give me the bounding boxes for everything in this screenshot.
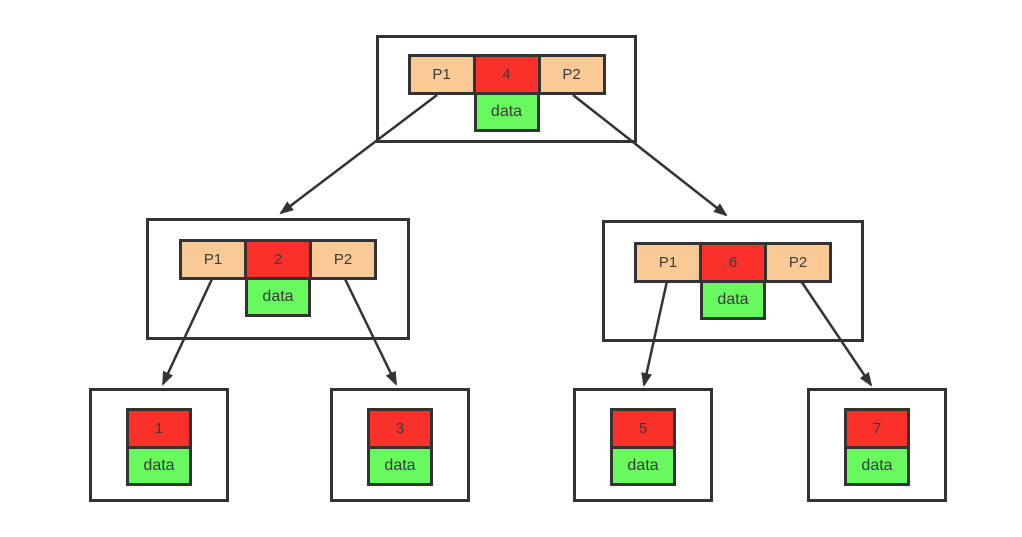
pointer-cell-p1: P1: [407, 54, 476, 95]
tree-node-root: P1 4 P2 data: [376, 35, 637, 143]
pointer-cell-p2: P2: [309, 239, 377, 280]
tree-node-leaf-1: 1 data: [89, 388, 229, 502]
data-cell: data: [610, 446, 676, 486]
key-cell: 3: [367, 408, 433, 449]
tree-node-leaf-5: 5 data: [573, 388, 713, 502]
pointer-cell-p2: P2: [537, 54, 606, 95]
tree-node-left: P1 2 P2 data: [146, 218, 410, 340]
pointer-row: P1 2 P2: [179, 239, 377, 280]
data-cell: data: [367, 446, 433, 486]
pointer-cell-p1: P1: [179, 239, 247, 280]
tree-node-leaf-3: 3 data: [330, 388, 470, 502]
key-cell: 1: [126, 408, 192, 449]
tree-node-leaf-7: 7 data: [807, 388, 947, 502]
data-cell: data: [126, 446, 192, 486]
key-cell: 5: [610, 408, 676, 449]
key-cell: 4: [472, 54, 541, 95]
pointer-row: P1 6 P2: [634, 242, 832, 283]
pointer-row: P1 4 P2: [407, 54, 606, 95]
pointer-cell-p1: P1: [634, 242, 702, 283]
data-cell: data: [844, 446, 910, 486]
key-cell: 7: [844, 408, 910, 449]
key-cell: 2: [244, 239, 312, 280]
data-cell: data: [473, 92, 540, 132]
pointer-cell-p2: P2: [764, 242, 832, 283]
data-cell: data: [245, 277, 311, 317]
key-cell: 6: [699, 242, 767, 283]
data-cell: data: [700, 280, 766, 320]
tree-node-right: P1 6 P2 data: [602, 220, 864, 342]
